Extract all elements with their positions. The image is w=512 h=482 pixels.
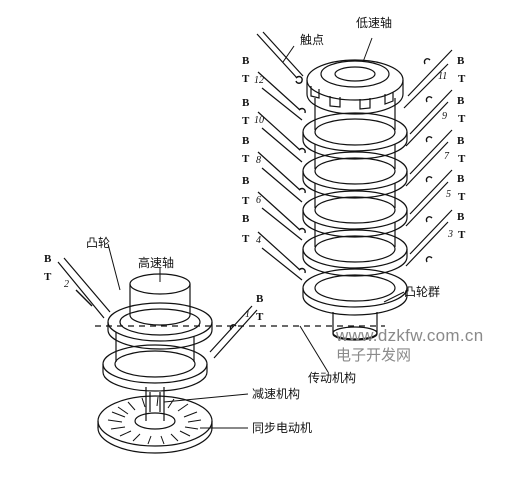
watermark-name: 电子开发网: [336, 346, 412, 364]
left-contact-b: B: [242, 213, 250, 225]
cam-group-label: 凸轮群: [404, 285, 441, 299]
left-contact-number: 8: [256, 155, 261, 166]
cam-label: 凸轮: [86, 236, 111, 250]
right-contact-t: T: [458, 191, 466, 203]
high-speed-shaft-label: 高速轴: [138, 256, 175, 270]
contact-2-b: B: [44, 253, 52, 265]
right-contact-t: T: [458, 229, 466, 241]
right-contact-b: B: [457, 211, 465, 223]
right-contact-springs: [363, 38, 452, 266]
contact-1-t: T: [256, 311, 264, 323]
low-speed-shaft-label: 低速轴: [356, 16, 393, 30]
contact-2-springs: [58, 244, 120, 318]
transmission-label: 传动机构: [308, 371, 357, 385]
contact-1-b: B: [256, 293, 264, 305]
contact-2-number: 2: [64, 279, 69, 290]
left-contact-t: T: [242, 195, 250, 207]
right-contact-number: 7: [444, 151, 449, 162]
contact-1-springs: [210, 306, 257, 358]
right-contact-t: T: [458, 113, 466, 125]
right-contact-b: B: [457, 95, 465, 107]
right-contact-number: 3: [448, 229, 453, 240]
watermark-url: www.dzkfw.com.cn: [336, 326, 484, 345]
left-contact-number: 10: [254, 115, 264, 126]
right-contact-b: B: [457, 55, 465, 67]
contact-label: 触点: [300, 33, 325, 47]
right-contact-t: T: [458, 73, 466, 85]
right-contact-number: 9: [442, 111, 447, 122]
right-contact-number: 11: [438, 71, 448, 82]
right-contact-number: 5: [446, 189, 451, 200]
left-contact-b: B: [242, 135, 250, 147]
left-contact-t: T: [242, 115, 250, 127]
left-contact-b: B: [242, 175, 250, 187]
left-contact-springs: [257, 32, 305, 280]
left-contact-b: B: [242, 97, 250, 109]
left-contact-t: T: [242, 73, 250, 85]
left-contact-number: 6: [256, 195, 261, 206]
leader-lines: [160, 268, 404, 428]
left-contact-t: T: [242, 233, 250, 245]
right-contact-b: B: [457, 135, 465, 147]
right-contact-t: T: [458, 153, 466, 165]
left-contact-number: 12: [254, 75, 264, 86]
contact-1-number: 1: [245, 309, 250, 320]
right-contact-b: B: [457, 173, 465, 185]
left-contact-t: T: [242, 153, 250, 165]
left-contact-b: B: [242, 55, 250, 67]
cam-group-stack: [303, 60, 407, 340]
high-speed-cam-stack: [98, 274, 212, 453]
contact-2-t: T: [44, 271, 52, 283]
left-contact-number: 4: [256, 235, 261, 246]
reducer-label: 减速机构: [252, 387, 301, 401]
sync-motor-label: 同步电动机: [252, 421, 313, 435]
